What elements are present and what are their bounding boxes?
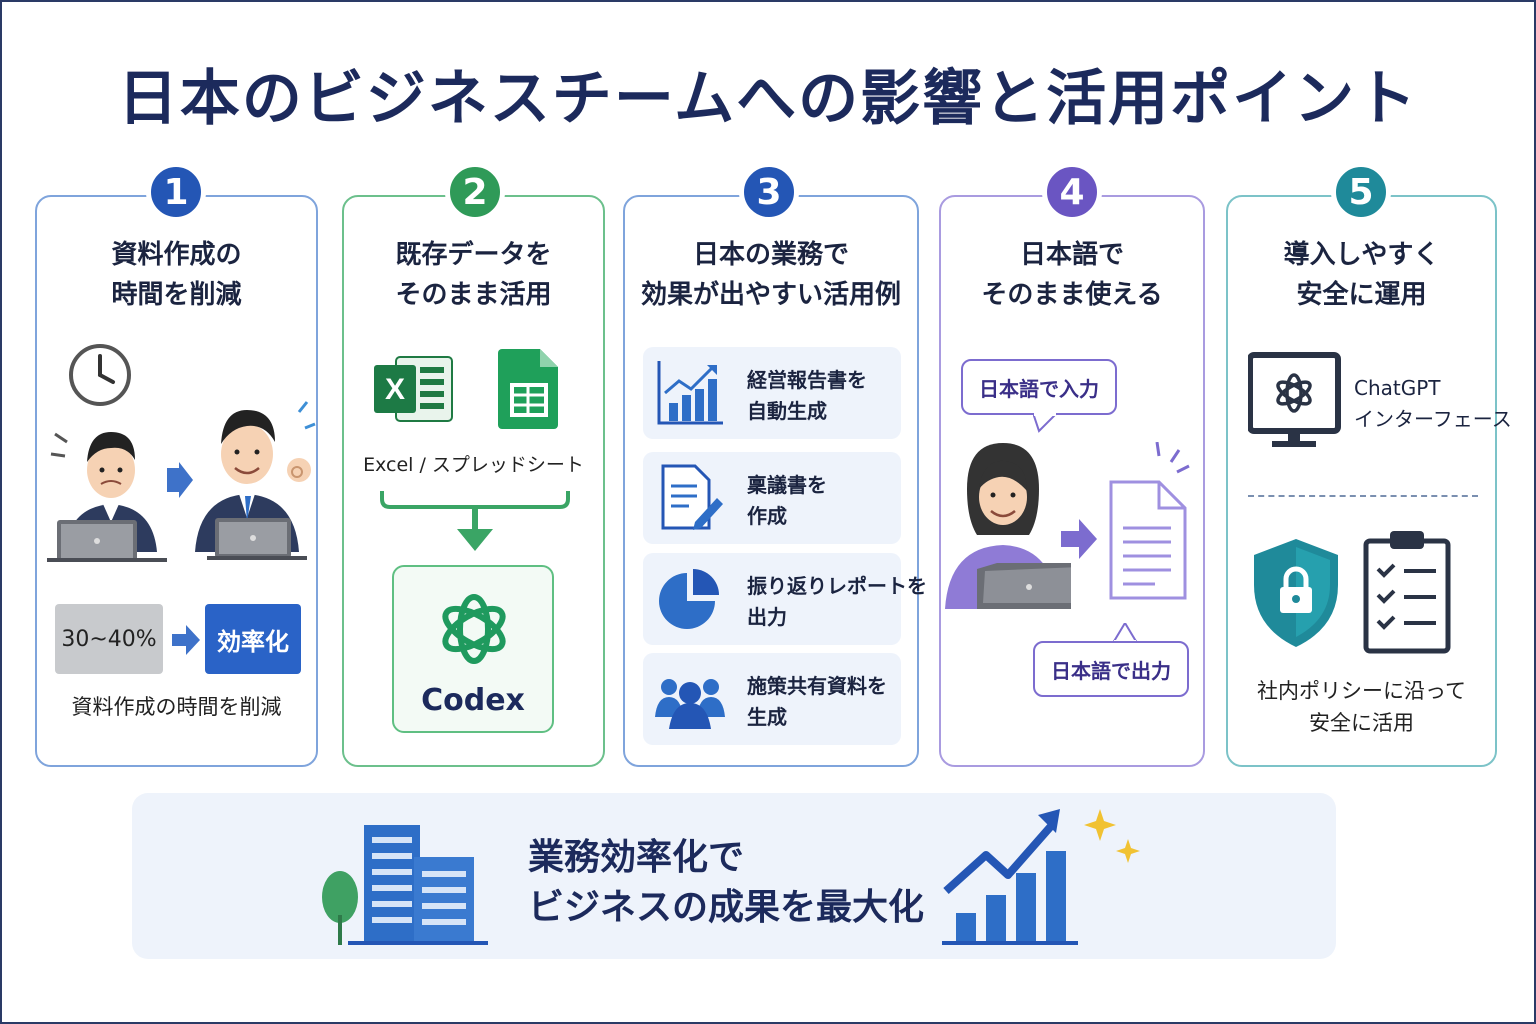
shield-lock-icon: [1254, 539, 1338, 647]
step-badge-2: 2: [445, 162, 505, 222]
before-percentage-box: 30~40%: [55, 604, 163, 674]
card-4-title: 日本語で そのまま使える: [981, 240, 1163, 310]
card-2-title: 既存データを そのまま活用: [395, 240, 552, 310]
dashed-divider: [1248, 495, 1478, 497]
office-building-icon: [322, 825, 488, 945]
checklist-icon: [1363, 531, 1451, 654]
bar-chart-icon: [657, 361, 723, 425]
happy-worker-icon: [195, 401, 316, 560]
use-case-label: 経営報告書を 自動生成: [747, 368, 867, 423]
card-3-title: 日本の業務で 効果が出やすい活用例: [640, 240, 901, 310]
card-time-reduction: 資料作成の 時間を削減 3: [35, 195, 318, 767]
woman-with-laptop-icon: [945, 443, 1071, 609]
monitor-icon: [1248, 352, 1341, 447]
arrow-right-icon: [1061, 519, 1097, 559]
arrow-right-icon: [167, 462, 193, 498]
stressed-worker-icon: [47, 432, 167, 562]
codex-box: Codex: [392, 565, 554, 733]
input-bubble: 日本語で入力: [961, 359, 1117, 415]
summary-banner: 業務効率化で ビジネスの成果を最大化: [132, 793, 1336, 959]
spreadsheet-icon: [498, 349, 558, 429]
use-case-label: 稟議書を 作成: [747, 473, 827, 528]
card-japanese-support: 日本語で そのまま使える 日本語で入力 日本語で出力: [939, 195, 1205, 767]
use-case-row: 振り返りレポートを 出力: [643, 553, 927, 645]
merge-arrow-icon: [380, 491, 570, 551]
bubble-tail-icon: [1113, 623, 1137, 643]
excel-icon: X: [374, 356, 453, 422]
efficiency-box: 効率化: [205, 604, 301, 674]
step-badge-4: 4: [1042, 162, 1102, 222]
use-case-label: 振り返りレポートを 出力: [747, 574, 927, 629]
step-badge-1: 1: [146, 162, 206, 222]
output-bubble: 日本語で出力: [1033, 641, 1189, 697]
growth-chart-icon: [942, 809, 1140, 945]
card-existing-data: 既存データを そのまま活用 X Excel / スプレッドシート: [342, 195, 605, 767]
use-case-row: 施策共有資料を 生成: [643, 653, 901, 745]
excel-spreadsheet-label: Excel / スプレッドシート: [363, 454, 584, 476]
card-1-title: 資料作成の 時間を削減: [111, 240, 242, 310]
card-5-caption: 社内ポリシーに沿って 安全に活用: [1257, 679, 1466, 735]
clock-icon: [69, 344, 131, 406]
page-title: 日本のビジネスチームへの影響と活用ポイント: [117, 64, 1419, 134]
chatgpt-interface-label: ChatGPT インターフェース: [1354, 376, 1512, 431]
step-badge-5: 5: [1331, 162, 1391, 222]
card-1-caption: 資料作成の時間を削減: [71, 695, 282, 719]
bubble-tail-icon: [1033, 413, 1057, 433]
card-use-cases: 日本の業務で 効果が出やすい活用例 経営報告書を 自動生成 稟議書を 作成: [623, 195, 927, 767]
arrow-right-icon: [172, 625, 200, 655]
codex-label: Codex: [421, 683, 525, 718]
card-5-title: 導入しやすく 安全に運用: [1283, 240, 1440, 310]
document-pen-icon: [661, 464, 723, 530]
svg-text:X: X: [385, 373, 405, 406]
card-safe-adoption: 導入しやすく 安全に運用 ChatGPT インターフェース 社内ポリシーに沿っ: [1226, 195, 1512, 767]
step-badge-3: 3: [739, 162, 799, 222]
use-case-row: 稟議書を 作成: [643, 452, 901, 544]
use-case-label: 施策共有資料を 生成: [747, 674, 887, 729]
openai-logo-icon: [442, 594, 506, 664]
banner-message: 業務効率化で ビジネスの成果を最大化: [528, 837, 925, 928]
pie-chart-icon: [659, 569, 719, 629]
team-icon: [655, 679, 725, 729]
use-case-row: 経営報告書を 自動生成: [643, 347, 901, 439]
output-document-icon: [1109, 442, 1190, 600]
